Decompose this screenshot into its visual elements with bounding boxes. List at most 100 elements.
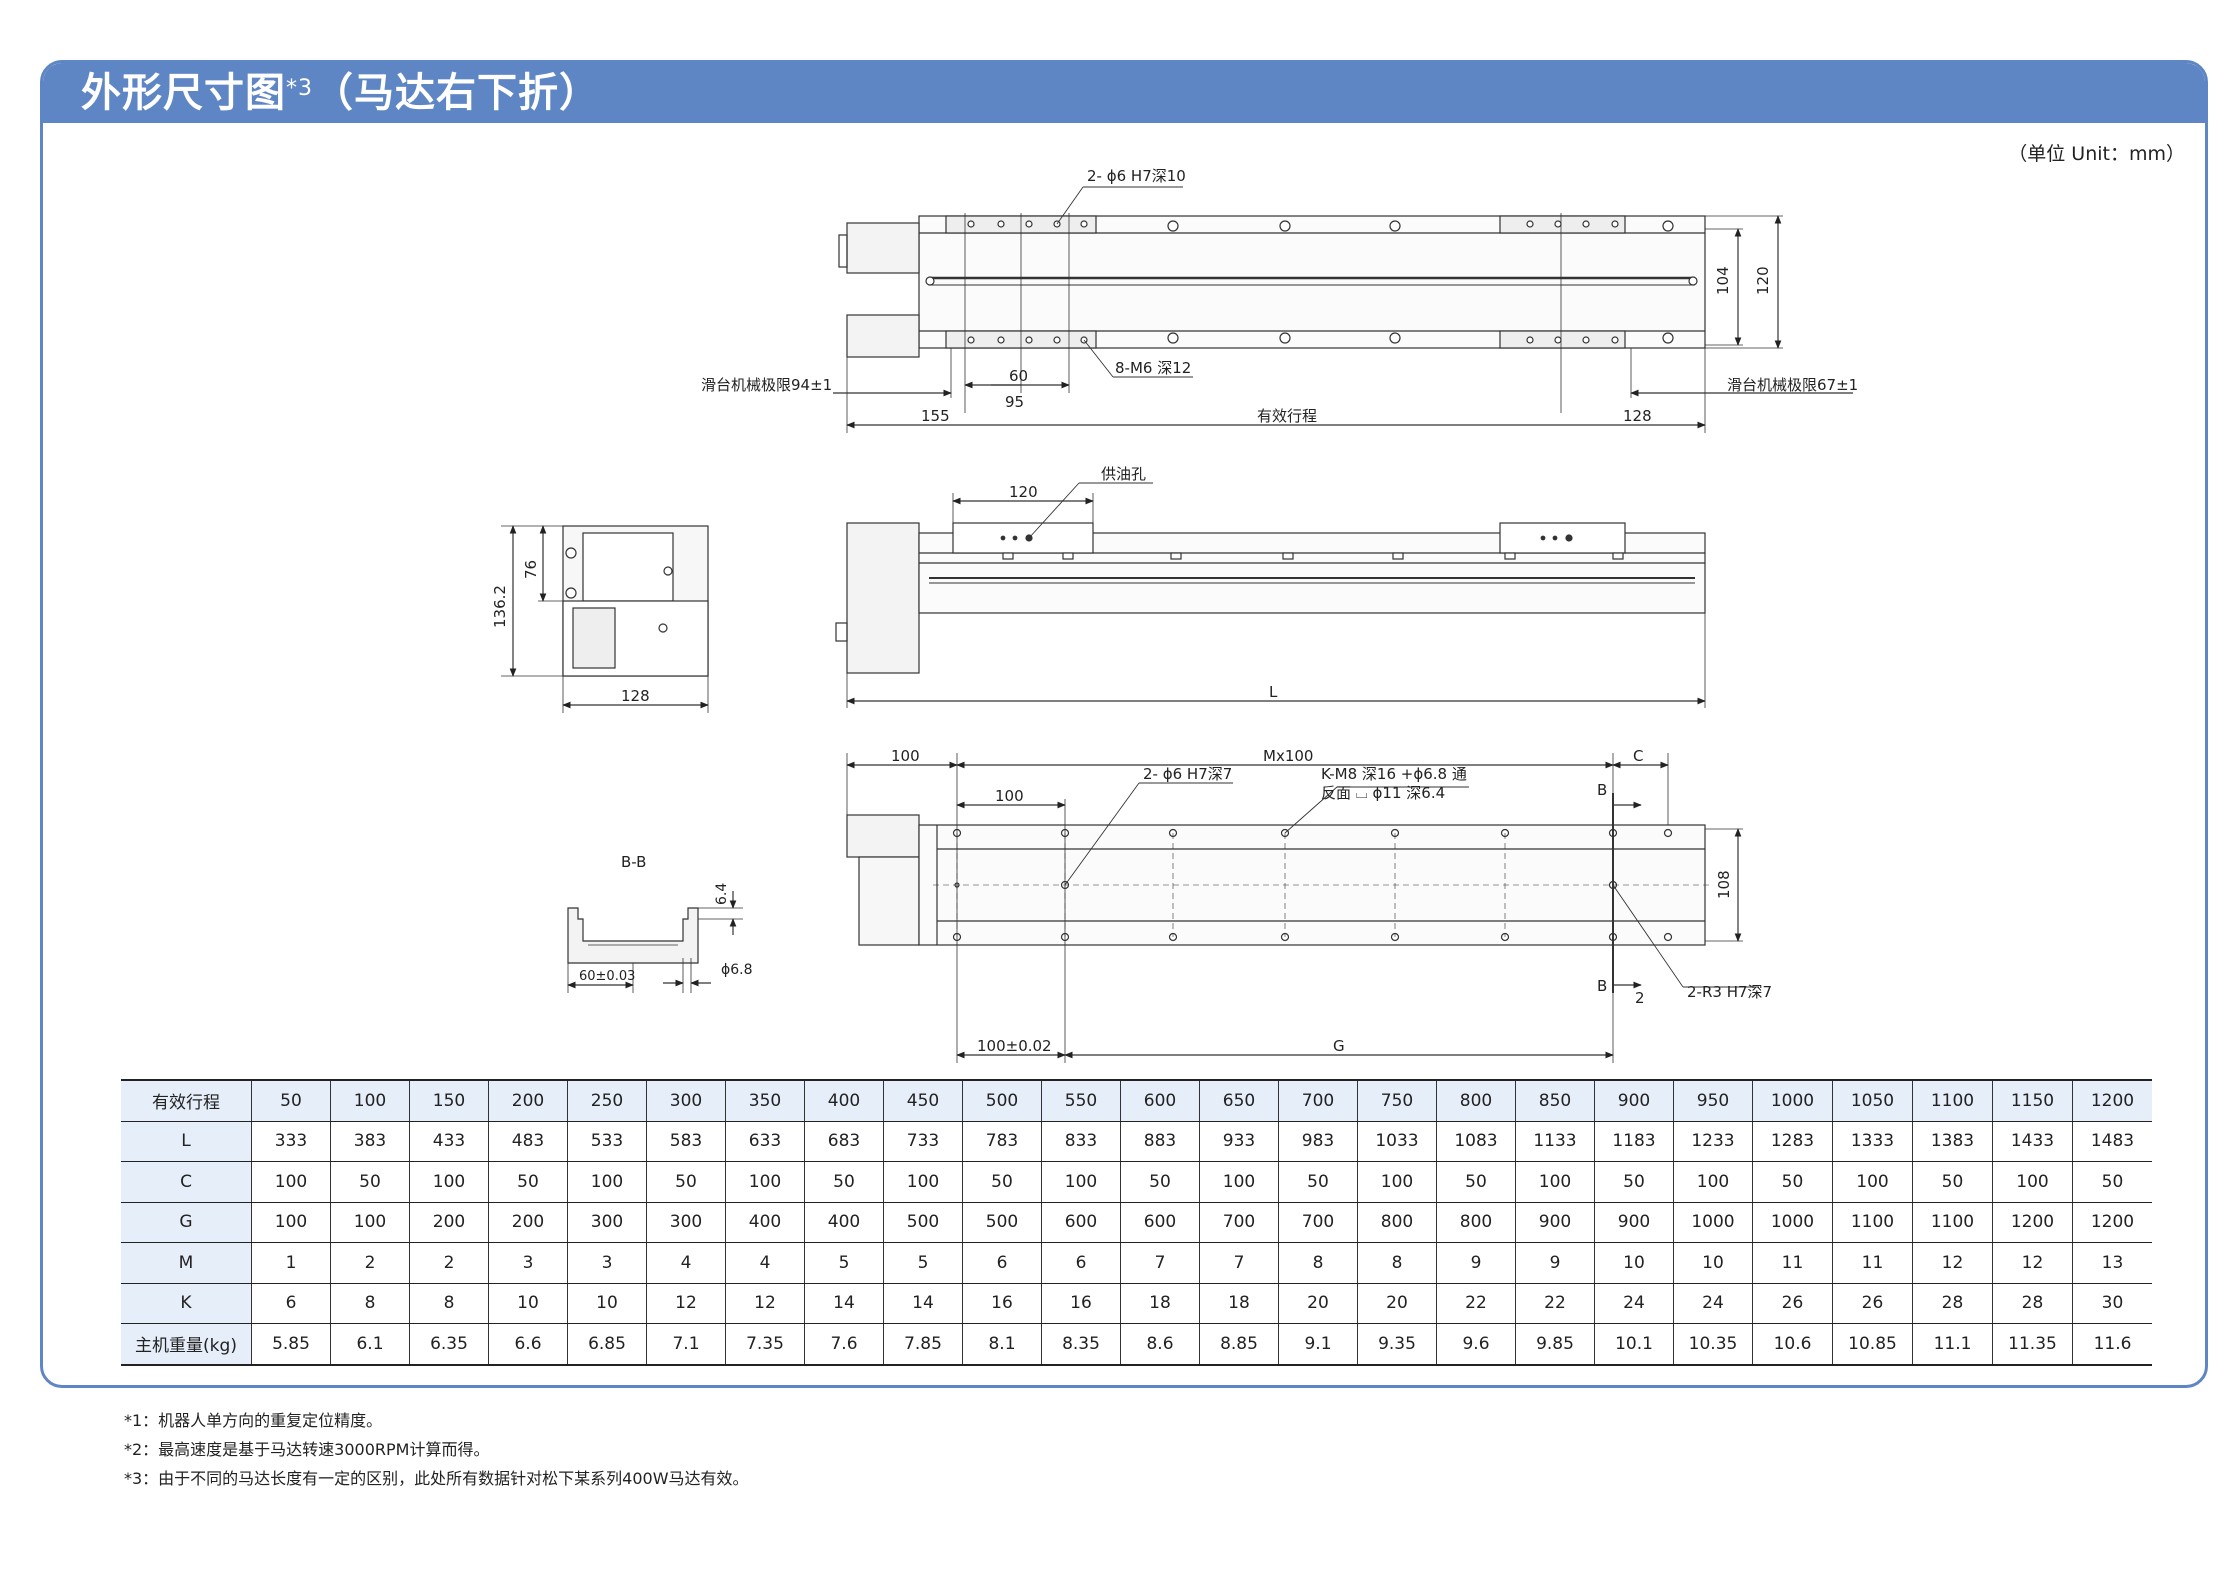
table-cell: 11.6: [2072, 1323, 2152, 1366]
table-cell: 11.1: [1912, 1323, 1993, 1366]
row-header: 有效行程: [121, 1079, 252, 1122]
table-cell: 10.85: [1832, 1323, 1913, 1366]
table-cell: 8.1: [962, 1323, 1042, 1366]
table-cell: 783: [962, 1121, 1042, 1162]
end-dim-128: 128: [621, 687, 650, 705]
section-title: B-B: [621, 853, 646, 871]
table-cell: 100: [883, 1161, 963, 1203]
top-view: [833, 186, 1853, 433]
bottom-dim-100-inner: 100: [995, 787, 1024, 805]
table-cell: 6: [251, 1283, 331, 1324]
table-cell: 900: [1594, 1079, 1674, 1122]
table-cell: 50: [2072, 1161, 2152, 1203]
table-cell: 12: [1992, 1242, 2073, 1284]
table-cell: 50: [1278, 1161, 1358, 1203]
table-cell: 500: [883, 1202, 963, 1243]
table-cell: 24: [1673, 1283, 1753, 1324]
table-cell: 100: [1832, 1161, 1913, 1203]
table-cell: 10: [1673, 1242, 1753, 1284]
table-cell: 11: [1752, 1242, 1833, 1284]
table-cell: 6.35: [409, 1323, 489, 1366]
table-cell: 7.6: [804, 1323, 884, 1366]
bottom-hole-note: 2- ϕ6 H7深7: [1143, 765, 1232, 783]
table-cell: 8: [1278, 1242, 1358, 1284]
table-cell: 8.85: [1199, 1323, 1279, 1366]
end-dim-136: 136.2: [491, 585, 509, 628]
table-cell: 7.35: [725, 1323, 805, 1366]
table-cell: 7.85: [883, 1323, 963, 1366]
table-cell: 333: [251, 1121, 331, 1162]
table-cell: 200: [488, 1202, 568, 1243]
top-dim-60: 60: [1009, 367, 1028, 385]
table-cell: 7.1: [646, 1323, 726, 1366]
table-cell: 100: [1357, 1161, 1437, 1203]
table-cell: 300: [646, 1202, 726, 1243]
table-cell: 1183: [1594, 1121, 1674, 1162]
bottom-dim-C: C: [1633, 747, 1643, 765]
table-cell: 13: [2072, 1242, 2152, 1284]
table-cell: 8: [1357, 1242, 1437, 1284]
table-cell: 3: [567, 1242, 647, 1284]
top-dim-95: 95: [1005, 393, 1024, 411]
table-cell: 7: [1120, 1242, 1200, 1284]
table-cell: 50: [330, 1161, 410, 1203]
table-cell: 11.35: [1992, 1323, 2073, 1366]
table-cell: 1100: [1912, 1202, 1993, 1243]
end-view: [501, 525, 709, 713]
bottom-dim-108: 108: [1715, 870, 1733, 899]
table-cell: 10.1: [1594, 1323, 1674, 1366]
bottom-dim-G: G: [1333, 1037, 1345, 1055]
table-cell: 550: [1041, 1079, 1121, 1122]
title-footnote-mark: *3: [286, 76, 313, 101]
table-cell: 50: [1436, 1161, 1516, 1203]
bottom-dim-100: 100: [891, 747, 920, 765]
table-cell: 1033: [1357, 1121, 1437, 1162]
table-cell: 9.1: [1278, 1323, 1358, 1366]
table-cell: 20: [1278, 1283, 1358, 1324]
limit-left-label: 滑台机械极限94±1: [701, 376, 832, 394]
table-cell: 100: [1992, 1161, 2073, 1203]
table-cell: 100: [1199, 1161, 1279, 1203]
table-cell: 22: [1515, 1283, 1595, 1324]
table-cell: 50: [646, 1161, 726, 1203]
table-cell: 900: [1515, 1202, 1595, 1243]
table-cell: 11: [1832, 1242, 1913, 1284]
table-cell: 1150: [1992, 1079, 2073, 1122]
bottom-dim-2: 2: [1635, 989, 1645, 1007]
table-cell: 24: [1594, 1283, 1674, 1324]
table-cell: 700: [1278, 1202, 1358, 1243]
table-cell: 1200: [2072, 1202, 2152, 1243]
end-dim-76: 76: [522, 560, 540, 579]
top-dim-128: 128: [1623, 407, 1652, 425]
table-cell: 8.6: [1120, 1323, 1200, 1366]
table-cell: 100: [1673, 1161, 1753, 1203]
table-cell: 3: [488, 1242, 568, 1284]
table-cell: 50: [488, 1161, 568, 1203]
table-cell: 1283: [1752, 1121, 1833, 1162]
table-cell: 400: [804, 1079, 884, 1122]
table-cell: 400: [804, 1202, 884, 1243]
top-dim-120: 120: [1754, 266, 1772, 295]
k-note-1: K-M8 深16 +ϕ6.8 通: [1321, 765, 1467, 783]
table-cell: 9.6: [1436, 1323, 1516, 1366]
table-cell: 1133: [1515, 1121, 1595, 1162]
table-cell: 12: [725, 1283, 805, 1324]
limit-right-label: 滑台机械极限67±1: [1727, 376, 1858, 394]
table-cell: 900: [1594, 1202, 1674, 1243]
bottom-dim-mx100: Mx100: [1263, 747, 1313, 765]
table-cell: 533: [567, 1121, 647, 1162]
top-hole-note: 2- ϕ6 H7深10: [1087, 167, 1186, 185]
page-title: 外形尺寸图*3（马达右下折）: [81, 70, 600, 116]
table-cell: 10: [1594, 1242, 1674, 1284]
table-cell: 16: [962, 1283, 1042, 1324]
table-cell: 1483: [2072, 1121, 2152, 1162]
table-cell: 100: [567, 1161, 647, 1203]
table-cell: 250: [567, 1079, 647, 1122]
table-cell: 8.35: [1041, 1323, 1121, 1366]
table-cell: 8: [409, 1283, 489, 1324]
row-header: C: [121, 1161, 252, 1203]
table-cell: 9.85: [1515, 1323, 1595, 1366]
